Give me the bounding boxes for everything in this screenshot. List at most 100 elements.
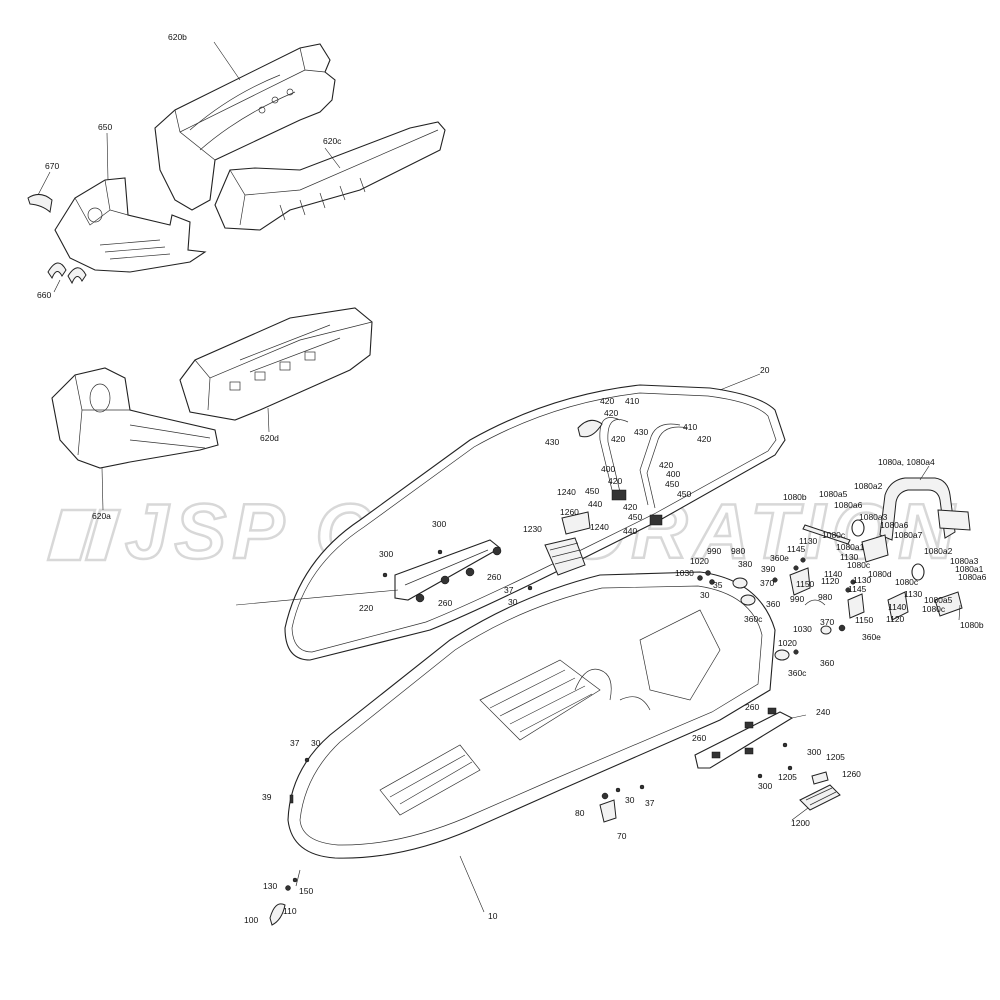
label-370-a: 370 [760, 578, 774, 588]
foam-block-620d [179, 307, 373, 421]
label-400-a: 400 [601, 464, 615, 474]
label-220: 220 [359, 603, 373, 613]
label-410-a: 410 [625, 396, 639, 406]
label-300-c: 300 [807, 747, 821, 757]
hardware-cluster-center [544, 489, 663, 576]
label-620a: 620a [92, 511, 111, 521]
label-360-a: 360 [766, 599, 780, 609]
label-1130-b: 1130 [840, 552, 859, 562]
label-1140-b: 1140 [888, 602, 907, 612]
label-300-a: 300 [432, 519, 446, 529]
seat-rear-620c [214, 121, 446, 231]
label-1080a7: 1080a7 [894, 530, 923, 540]
label-1080a5-b: 1080a5 [924, 595, 953, 605]
label-1080a6-c: 1080a6 [958, 572, 987, 582]
label-370-b: 370 [820, 617, 834, 627]
label-1080a1-a: 1080a1 [836, 542, 865, 552]
label-660: 660 [37, 290, 51, 300]
fittings-360 [697, 570, 846, 661]
label-1260-b: 1260 [842, 769, 861, 779]
label-420-f: 420 [608, 476, 622, 486]
label-1150-b: 1150 [855, 615, 874, 625]
label-37-a: 37 [504, 585, 514, 595]
label-37-b: 37 [290, 738, 300, 748]
label-1240-a: 1240 [557, 487, 576, 497]
label-300-d: 300 [758, 781, 772, 791]
hardware-misc [289, 549, 793, 804]
strap-670 [27, 194, 53, 213]
label-420-b: 420 [604, 408, 618, 418]
label-1145-a: 1145 [787, 544, 806, 554]
label-1020-a: 1020 [690, 556, 709, 566]
label-450-b: 450 [585, 486, 599, 496]
label-1120-a: 1120 [821, 576, 840, 586]
label-360c-a: 360c [744, 614, 763, 624]
hull-10 [287, 571, 776, 859]
label-1080a2-a: 1080a2 [854, 481, 883, 491]
label-400-b: 400 [666, 469, 680, 479]
bracket-70 [599, 792, 617, 823]
label-1080a5-a: 1080a5 [819, 489, 848, 499]
label-1080c-d: 1080c [922, 604, 946, 614]
label-1080d: 1080d [868, 569, 892, 579]
label-990-b: 990 [790, 594, 804, 604]
callout-labels: 620b 650 620c 670 660 620a 620d 20 410 4… [37, 32, 987, 925]
step-plate-240 [694, 707, 794, 769]
label-620c: 620c [323, 136, 342, 146]
label-670: 670 [45, 161, 59, 171]
label-430-a: 430 [545, 437, 559, 447]
label-80: 80 [575, 808, 585, 818]
label-360e-a: 360e [770, 553, 789, 563]
label-1240-b: 1240 [590, 522, 609, 532]
label-440-b: 440 [623, 526, 637, 536]
label-1200: 1200 [791, 818, 810, 828]
label-39: 39 [262, 792, 272, 802]
label-380: 380 [738, 559, 752, 569]
grab-handles-400 [577, 417, 689, 509]
mat-220 [394, 539, 502, 603]
rear-handle-1080a [851, 477, 971, 621]
label-1130-c: 1130 [853, 575, 872, 585]
label-1080a-1080a4: 1080a, 1080a4 [878, 457, 935, 467]
label-1080b-a: 1080b [783, 492, 807, 502]
label-360c-b: 360c [788, 668, 807, 678]
label-1080a6-b: 1080a6 [880, 520, 909, 530]
label-260-b: 260 [438, 598, 452, 608]
label-430-b: 430 [634, 427, 648, 437]
label-420-e: 420 [611, 434, 625, 444]
label-300-b: 300 [379, 549, 393, 559]
label-1205-b: 1205 [778, 772, 797, 782]
label-420-g: 420 [623, 502, 637, 512]
label-1030-a: 1030 [675, 568, 694, 578]
label-1140-a: 1140 [824, 569, 843, 579]
label-1080c-c: 1080c [895, 577, 919, 587]
label-1145-b: 1145 [848, 584, 867, 594]
label-1205-a: 1205 [826, 752, 845, 762]
leader-lines [37, 41, 961, 913]
label-130: 130 [263, 881, 277, 891]
label-420-a: 420 [600, 396, 614, 406]
label-100: 100 [244, 915, 258, 925]
label-1080a6-a: 1080a6 [834, 500, 863, 510]
label-980-a: 980 [731, 546, 745, 556]
clips-660 [47, 262, 87, 285]
bracket-hardware-1120 [789, 524, 865, 619]
label-35: 35 [713, 580, 723, 590]
label-1080a3-a: 1080a3 [859, 512, 888, 522]
label-620b: 620b [168, 32, 187, 42]
label-1080a2-b: 1080a2 [924, 546, 953, 556]
label-30-b: 30 [700, 590, 710, 600]
label-30-c: 30 [311, 738, 321, 748]
label-410-b: 410 [683, 422, 697, 432]
label-110: 110 [283, 906, 297, 916]
label-1080b-b: 1080b [960, 620, 984, 630]
label-1130-a: 1130 [799, 536, 818, 546]
label-20: 20 [760, 365, 770, 375]
label-1150-a: 1150 [796, 579, 815, 589]
label-360e-b: 360e [862, 632, 881, 642]
label-450-c: 450 [677, 489, 691, 499]
label-1260-a: 1260 [560, 507, 579, 517]
label-980-b: 980 [818, 592, 832, 602]
label-420-d: 420 [659, 460, 673, 470]
